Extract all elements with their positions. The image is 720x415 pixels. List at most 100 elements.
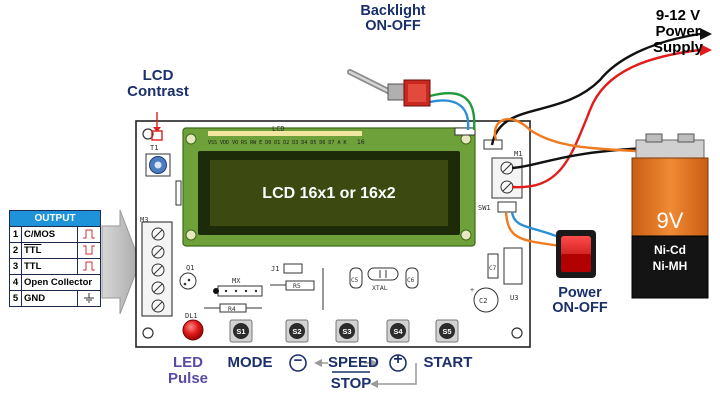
push-button-label: S5 [442,327,451,336]
lcd-pin-labels: VSS VDD VO RS RW E D0 D1 D2 D3 D4 D5 D6 … [208,140,346,146]
speed-arrow-right [370,359,378,367]
mx-pin-1 [213,288,219,294]
output-row-number: 1 [9,226,22,243]
push-button-s1: S1 [229,319,253,343]
push-button-label: S1 [236,327,245,336]
r4-label: R4 [228,305,236,313]
q1-transistor [179,272,197,290]
xtal-label: XTAL [372,284,388,292]
push-button-label: S4 [393,327,403,336]
battery-voltage: 9V [657,208,684,233]
xtal-crystal [367,267,399,281]
push-button-s2: S2 [285,319,309,343]
output-row-label: TTL [21,258,78,275]
pulse-waveform-icon [77,258,101,275]
power-supply-label: 9-12 V Power Supply [642,8,714,55]
backlight-label: Backlight ON-OFF [348,3,438,35]
mx-pins [224,289,258,293]
supply-arrow-red [700,44,712,56]
m3-screws [151,227,165,313]
trimmer-knob-center [154,161,162,169]
power-switch-label: Power ON-OFF [540,285,620,317]
q1-pin [187,278,191,282]
output-table-header-row: OUTPUT [9,210,101,227]
q1-label: Q1 [186,264,194,272]
u3-label: U3 [510,294,518,302]
power-switch-line2: ON-OFF [552,300,608,317]
plus-symbol-ring [389,354,407,372]
c5-capacitor [349,267,363,289]
lcd-hole [185,229,197,241]
output-row-number: 5 [9,290,22,307]
pulse-waveform-icon [77,226,101,243]
sw1-header [497,201,517,213]
lcd-silk-label: LCD [272,125,285,133]
stop-arrow-head [370,380,378,388]
backlight-wire-blue [429,99,470,131]
side-component [175,180,182,206]
m3-label: M3 [140,216,148,224]
switch-wire-orange [504,211,561,248]
backlight-label-line1: Backlight [360,3,426,19]
lcd-contrast-line1: LCD [142,67,174,84]
output-arrow [101,209,141,315]
minus-symbol: − [293,352,303,369]
push-button-s5: S5 [435,319,459,343]
led-dl1 [182,319,204,341]
push-button-s4: S4 [386,319,410,343]
battery-wire-orange [493,118,649,154]
c2-label: C2 [479,297,487,305]
t1-label: T1 [150,144,158,152]
lcd-screen [210,160,448,226]
j1-header [283,263,303,274]
push-button-s3: S3 [335,319,359,343]
contrast-pointer-head [153,127,161,132]
c7-label: C7 [489,265,497,272]
j1-label: J1 [271,265,279,273]
backlight-wire-green [429,92,476,131]
m1-screws [500,161,514,194]
c5-label: C5 [351,277,359,284]
c6-capacitor [405,267,419,289]
push-buttons: S1 S2 S3 S4 S5 [229,319,459,343]
output-row-label: C/MOS [21,226,78,243]
battery [631,133,709,299]
output-row-number: 3 [9,258,22,275]
backlight-label-line2: ON-OFF [365,18,421,35]
lcd-hole [185,133,197,145]
output-row-number: 2 [9,242,22,259]
supply-wire-red [511,48,701,189]
supply-arrow-black [700,28,712,40]
sw1-label: SW1 [478,204,491,212]
mode-label: MODE [227,354,273,371]
c7-capacitor [487,253,499,279]
dl1-label: DL1 [185,312,198,320]
pulse-waveform-icon [77,242,101,259]
push-button-label: S3 [342,327,351,336]
plus-symbol: + [393,351,403,368]
battery-type-nimh: Ni-MH [653,259,688,273]
stop-arrow-line [376,363,417,385]
mount-hole [142,327,154,339]
lcd-screen-text: LCD 16x1 or 16x2 [262,185,396,202]
switch-wire-blue [510,211,557,238]
backlight-header [454,127,476,136]
c2-plus: + [470,287,474,294]
battery-type-nicd: Ni-Cd [654,243,686,257]
r5-label: R5 [293,282,301,290]
c6-label: C6 [407,277,415,284]
power-switch-line1: Power [558,285,602,301]
output-row-label: GND [21,290,78,307]
lcd-pin16-label: 16 [357,139,365,146]
speed-label: SPEED [328,354,379,371]
power-rocker-switch [556,230,596,278]
u3-regulator [503,247,523,285]
stop-label: STOP [330,375,372,392]
output-row-number: 4 [9,274,22,291]
minus-symbol-ring [289,354,307,372]
